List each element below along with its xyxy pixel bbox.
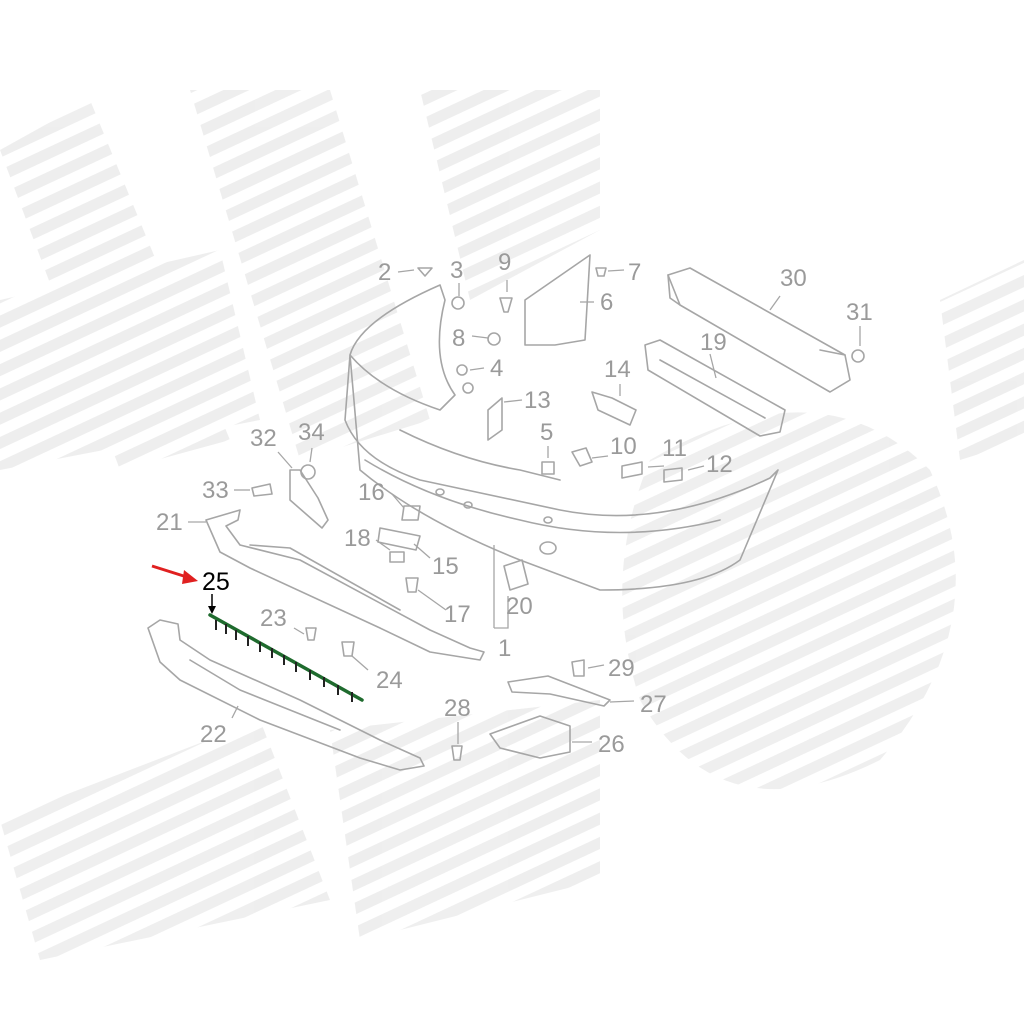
callout-7: 7 [628, 259, 641, 286]
bracket-6 [524, 254, 591, 346]
bolt-33 [251, 483, 273, 497]
callout-32: 32 [250, 425, 277, 452]
bracket-11 [621, 461, 643, 479]
callout-16: 16 [358, 479, 385, 506]
clip-12 [663, 467, 683, 483]
callout-6: 6 [600, 289, 613, 316]
callout-26: 26 [598, 731, 625, 758]
bolt-28 [451, 745, 463, 761]
skid-panel [147, 619, 425, 771]
clip-29 [571, 659, 585, 677]
bolt-23 [305, 627, 317, 641]
watermark-stroke-n2 [190, 90, 430, 460]
bolt-24 [341, 641, 355, 657]
callout-24: 24 [376, 667, 403, 694]
bolt-9 [499, 297, 513, 313]
bracket-27 [507, 675, 611, 707]
energy-absorber [644, 339, 786, 437]
callout-3: 3 [450, 257, 463, 284]
leader-lines [188, 269, 861, 744]
highlight-arrow [151, 564, 198, 584]
bracket-32 [289, 469, 329, 529]
watermark [0, 90, 1024, 960]
clip-5 [541, 461, 555, 475]
cap-20 [503, 559, 529, 591]
watermark-stroke-s [0, 720, 330, 960]
watermark-stroke-e [420, 90, 600, 300]
callout-2: 2 [378, 259, 391, 286]
clip-4 [456, 364, 468, 376]
callout-25: 25 [202, 568, 230, 596]
clip-10 [571, 447, 593, 467]
bracket-13 [487, 397, 503, 441]
callout-4: 4 [490, 355, 503, 382]
callout-31: 31 [846, 299, 873, 326]
clip-2 [417, 267, 433, 277]
callout-15: 15 [432, 553, 459, 580]
callout-33: 33 [202, 477, 229, 504]
small-parts [251, 254, 865, 761]
bracket-14 [591, 391, 637, 426]
bumper-cover [344, 284, 779, 591]
callout-12: 12 [706, 451, 733, 478]
callout-23: 23 [260, 605, 287, 632]
callout-29: 29 [608, 655, 635, 682]
clip-4b [462, 382, 474, 394]
bolt-17 [405, 577, 419, 593]
callout-20: 20 [506, 593, 533, 620]
bracket-15 [377, 527, 421, 551]
watermark-stroke-s2 [330, 700, 600, 940]
clip-18 [389, 551, 405, 563]
callout-21: 21 [156, 509, 183, 536]
trim-strip-25 [208, 613, 364, 702]
clip-8 [487, 332, 501, 346]
bracket-26 [489, 715, 571, 759]
bracket-16 [401, 505, 421, 521]
callout-5: 5 [540, 419, 553, 446]
lower-diffuser [205, 509, 485, 661]
callout-1: 1 [498, 635, 511, 662]
callout-17: 17 [444, 601, 471, 628]
active-leader-arrow [208, 594, 216, 614]
callout-8: 8 [452, 325, 465, 352]
watermark-stroke-v [0, 250, 260, 470]
callout-19: 19 [700, 329, 727, 356]
watermark-stroke-right [940, 260, 1024, 460]
callout-27: 27 [640, 691, 667, 718]
callout-30: 30 [780, 265, 807, 292]
clip-7 [595, 267, 607, 277]
callout-28: 28 [444, 695, 471, 722]
watermark-stroke-o [622, 412, 956, 790]
reinforcement-bar [667, 267, 851, 393]
callout-13: 13 [524, 387, 551, 414]
callout-9: 9 [498, 249, 511, 276]
nut-3 [451, 296, 465, 310]
nut-31 [851, 349, 865, 363]
callouts: 1 2 3 4 5 6 7 8 9 10 11 12 13 14 15 16 1… [156, 249, 873, 758]
callout-22: 22 [200, 721, 227, 748]
nut-34 [300, 464, 316, 480]
callout-11: 11 [662, 435, 687, 462]
callout-14: 14 [604, 356, 631, 383]
callout-34: 34 [298, 419, 325, 446]
callout-18: 18 [344, 525, 371, 552]
callout-10: 10 [610, 433, 637, 460]
